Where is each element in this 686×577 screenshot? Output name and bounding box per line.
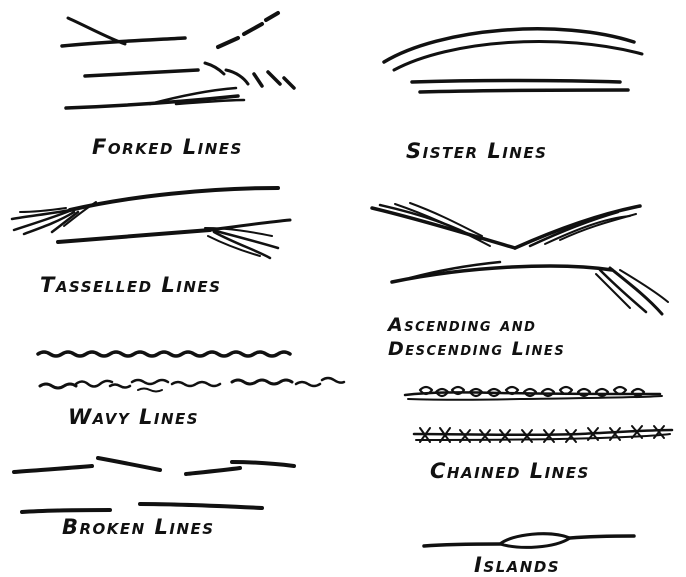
wavy-lines-drawing: [38, 352, 344, 392]
tasselled-lines-label: Tasselled Lines: [40, 274, 221, 296]
sister-lines-drawing: [384, 29, 642, 92]
tasselled-lines-drawing: [12, 188, 290, 258]
islands-drawing: [424, 534, 634, 548]
chained-lines-drawing: [405, 387, 672, 442]
ascending-descending-label-line2: Descending Lines: [388, 340, 565, 360]
wavy-lines-label: Wavy Lines: [68, 406, 199, 428]
islands-label: Islands: [474, 554, 560, 576]
sister-lines-label: Sister Lines: [406, 140, 547, 162]
forked-lines-label: Forked Lines: [92, 136, 243, 158]
ascending-descending-lines-drawing: [372, 203, 668, 314]
broken-lines-drawing: [14, 458, 294, 512]
ascending-descending-label-line1: Ascending and: [388, 316, 536, 336]
chained-lines-label: Chained Lines: [430, 460, 590, 482]
forked-lines-drawing: [62, 13, 294, 108]
broken-lines-label: Broken Lines: [62, 516, 215, 538]
